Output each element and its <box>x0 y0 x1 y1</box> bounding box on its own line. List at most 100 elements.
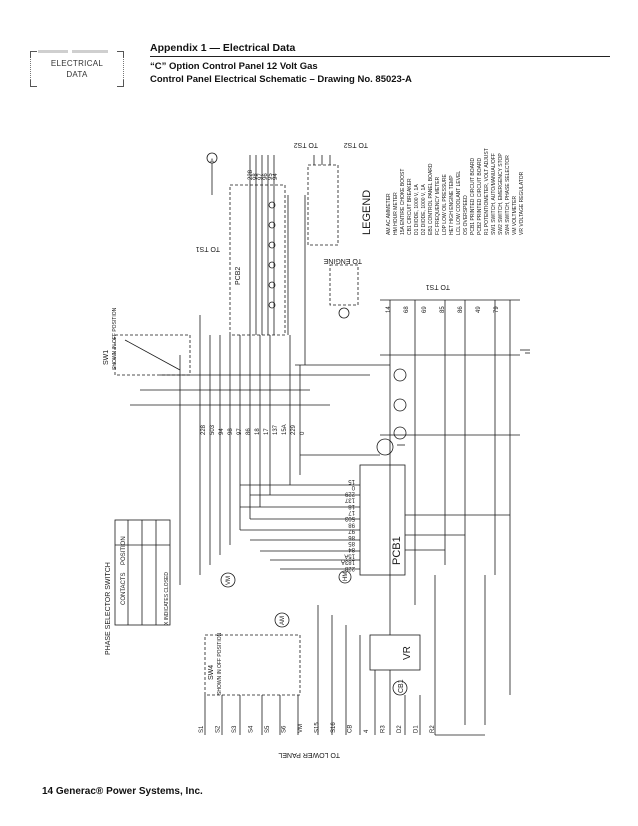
legend-item: 15A ENTIRE CHOKE BOOST <box>400 169 406 235</box>
legend-item: HM HOUR METER <box>393 192 399 235</box>
label-pcb2: PCB2 <box>235 267 242 285</box>
label-sw1: SW1 <box>103 350 110 365</box>
wire-label: 85 <box>348 540 355 546</box>
label-hm: HM <box>343 572 349 581</box>
subtitle-2: Control Panel Electrical Schematic – Dra… <box>150 74 412 85</box>
header-rule <box>150 56 610 57</box>
label-to-ts1-top: TO TS1 <box>426 283 450 290</box>
wire-label: 4 <box>364 729 370 733</box>
gauge-4 <box>376 438 394 456</box>
gauge-2 <box>393 398 407 412</box>
wire-label: 15A <box>344 552 355 558</box>
wire-label: 14 <box>386 306 392 313</box>
wire-label: 85 <box>440 306 446 313</box>
wire-label: S15 <box>315 722 321 733</box>
wire-label: 86 <box>348 534 355 540</box>
wire-label: S4 <box>249 725 255 733</box>
wire-label: 97 <box>237 428 243 435</box>
wire-label: 503 <box>210 424 216 435</box>
sw4-box <box>204 634 301 696</box>
gauge-1 <box>393 368 407 382</box>
appendix-title: Appendix 1 — Electrical Data <box>150 42 296 54</box>
corner-mark <box>117 51 124 58</box>
wire-label: 229 <box>291 424 297 435</box>
label-am: AM <box>280 616 286 625</box>
section-tab-line-1: ELECTRICAL <box>50 59 104 68</box>
label-vr: VR <box>402 646 413 660</box>
cb1-breaker <box>392 680 408 696</box>
label-to-ts2-b: TO TS2 <box>294 141 318 148</box>
wire-label: D1 <box>414 725 420 733</box>
legend-item: VR VOLTAGE REGULATOR <box>519 171 525 235</box>
gauge-3 <box>393 426 407 440</box>
tab-header-bars <box>38 40 120 53</box>
wire-label: 98 <box>253 173 259 180</box>
legend-item: AM AC AMMETER <box>386 193 392 235</box>
label-position: POSITION <box>121 536 127 565</box>
wire-label: S2 <box>216 725 222 733</box>
wire-label: 94 <box>219 428 225 435</box>
corner-mark <box>117 80 124 87</box>
wire-label: 79 <box>494 306 500 313</box>
wire-label: 69 <box>422 306 428 313</box>
section-tab: ELECTRICAL DATA <box>30 51 124 87</box>
legend-item: EB1 CONTROL PANEL BOARD <box>428 163 434 235</box>
legend-item: D1 DIODE, 1000 V, 1A <box>414 184 420 235</box>
page-footer: 14 Generac® Power Systems, Inc. <box>42 786 203 797</box>
wire-label: 0 <box>351 484 355 490</box>
legend-item: SW4 SWITCH, PHASE SELECTOR <box>505 155 511 235</box>
label-pcb1: PCB1 <box>391 536 403 565</box>
wire-label: 137 <box>273 424 279 435</box>
wire-label: 98 <box>228 428 234 435</box>
vm-meter <box>220 572 236 588</box>
vr-box <box>369 634 421 671</box>
legend-item: CB1 CIRCUIT BREAKER <box>407 178 413 235</box>
section-tab-line-2: DATA <box>66 70 88 79</box>
legend-item: OS OVERSPEED <box>463 195 469 235</box>
wire-label: 68 <box>404 306 410 313</box>
wire-label: R2 <box>430 725 436 733</box>
label-to-ts2: TO TS2 <box>344 141 368 148</box>
am-meter <box>274 612 290 628</box>
wire-label: 84 <box>348 546 355 552</box>
wire-label: S6 <box>282 725 288 733</box>
label-table-footer: X INDICATES CLOSED <box>164 572 170 625</box>
wire-label: 18 <box>348 503 355 509</box>
wire-label: 18 <box>255 428 261 435</box>
wire-label: 94 <box>273 173 279 180</box>
wire-label: 0 <box>300 431 306 435</box>
wire-label: S1 <box>199 725 205 733</box>
legend-item: LOP LOW OIL PRESSURE <box>442 173 448 235</box>
legend-item: HET HIGH ENGINE TEMP <box>449 175 455 235</box>
electrical-schematic: TO TS2 TO TS2 TO TS1 TO TS1 TO ENGINE TO… <box>100 135 540 765</box>
schematic-svg: TO TS2 TO TS2 TO TS1 TO TS1 TO ENGINE TO… <box>103 141 530 758</box>
legend-item: FC FREQUENCY METER <box>435 176 441 235</box>
label-vm: VM <box>226 576 232 585</box>
wire-label: 95 <box>268 173 274 180</box>
corner-mark <box>30 80 37 87</box>
legend-item: PCB2 PRINTED CIRCUIT BOARD <box>477 157 483 235</box>
wire-label: 183A <box>341 559 355 565</box>
label-to-ts1-left: TO TS1 <box>196 245 220 252</box>
wire-label: 97 <box>258 173 264 180</box>
subtitle-1: “C” Option Control Panel 12 Volt Gas <box>150 61 318 72</box>
legend-item: PCB1 PRINTED CIRCUIT BOARD <box>470 157 476 235</box>
pcb2-box <box>229 184 286 336</box>
wire-label: 97 <box>348 528 355 534</box>
wire-label: VM <box>298 724 304 733</box>
label-to-lower-panel: TO LOWER PANEL <box>278 751 340 758</box>
wire-label: 503 <box>344 515 355 521</box>
label-sw1-sub: SHOWN IN OFF POSITION <box>112 307 118 370</box>
wire-label: 86 <box>458 306 464 313</box>
engine-connector-box <box>329 264 359 306</box>
legend-item: R1 POTENTIOMETER, VOLT ADJUST <box>484 148 490 235</box>
wire-label: 137 <box>344 497 355 503</box>
phase-selector-table <box>114 519 171 626</box>
wire-label: 15 <box>348 478 355 484</box>
wire-label: 229 <box>344 490 355 496</box>
wire-label: 228 <box>344 565 355 571</box>
